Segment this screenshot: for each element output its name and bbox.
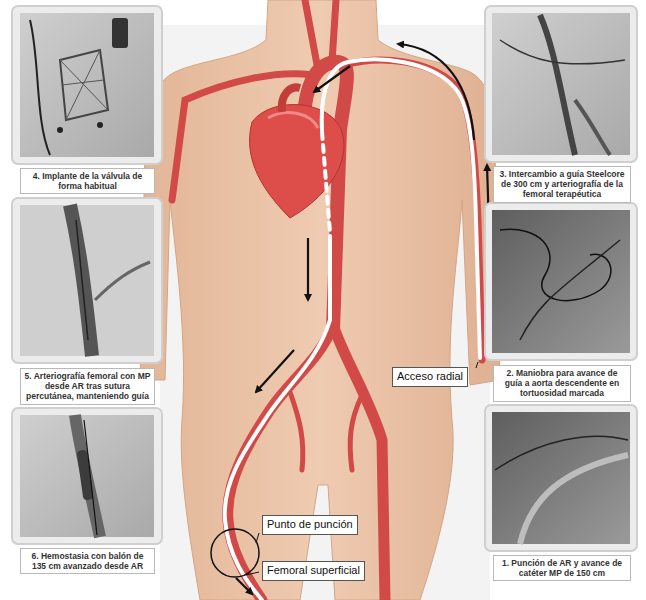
- caption-text: 1. Punción de AR y avance de catéter MP …: [497, 558, 627, 578]
- label-box: Femoral superficial: [262, 561, 365, 581]
- flow-arrows: [236, 44, 492, 594]
- label-box: Acceso radial: [392, 367, 468, 387]
- label-text: Acceso radial: [397, 370, 463, 384]
- caption-box: 1. Punción de AR y avance de catéter MP …: [493, 555, 631, 581]
- caption-text: 6. Hemostasia con balón de 135 cm avanza…: [24, 551, 151, 571]
- fluoro-panel: [485, 6, 637, 162]
- heart: [250, 87, 344, 218]
- leader-line: [476, 362, 478, 368]
- caption-box: 6. Hemostasia con balón de 135 cm avanza…: [20, 548, 155, 574]
- catheter-path: [225, 59, 480, 600]
- fluoro-panel: [485, 405, 637, 551]
- fluoro-panel: [485, 203, 637, 360]
- caption-text: 4. Implante de la válvula de forma habit…: [24, 171, 151, 191]
- caption-box: 3. Intercambio a guía Steelcore de 300 c…: [493, 166, 631, 203]
- leader-line: [246, 572, 259, 575]
- body-silhouette: [140, 0, 500, 600]
- caption-text: 3. Intercambio a guía Steelcore de 300 c…: [497, 169, 627, 200]
- fluoro-panel: [12, 198, 162, 363]
- label-text: Femoral superficial: [267, 564, 360, 578]
- leader-line: [256, 533, 259, 543]
- arteries: [172, 0, 482, 600]
- caption-text: 2. Maniobra para avance de guía a aorta …: [497, 368, 627, 399]
- fluoro-panel: [12, 408, 162, 544]
- caption-box: 2. Maniobra para avance de guía a aorta …: [493, 365, 631, 402]
- caption-text: 5. Arteriografía femoral con MP desde AR…: [24, 371, 151, 402]
- puncture-circle: [211, 529, 259, 577]
- caption-box: 4. Implante de la válvula de forma habit…: [20, 168, 155, 194]
- fluoro-panel: [12, 6, 162, 164]
- label-box: Punto de punción: [262, 515, 358, 535]
- label-text: Punto de punción: [267, 518, 353, 532]
- caption-box: 5. Arteriografía femoral con MP desde AR…: [20, 368, 155, 405]
